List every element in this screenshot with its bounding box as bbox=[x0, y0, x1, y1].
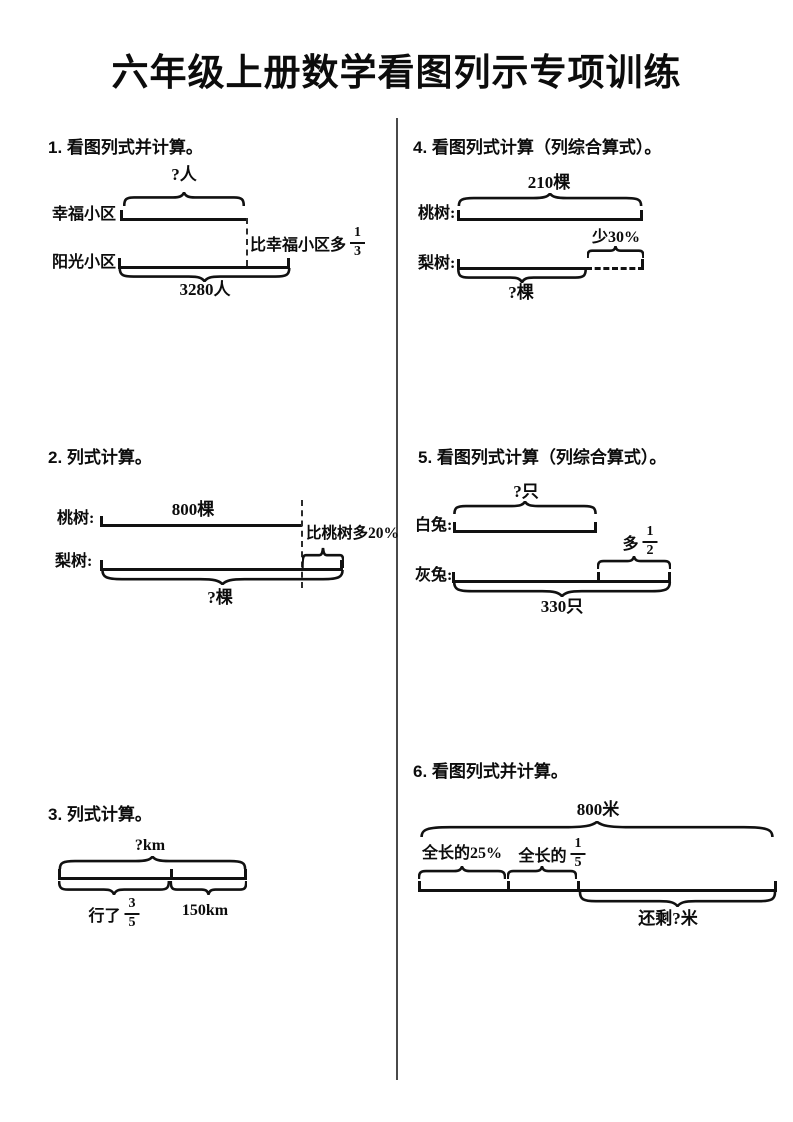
p6-remaining-label: 还剩?米 bbox=[638, 909, 698, 928]
p1-side-label: 比幸福小区多 1 3 bbox=[250, 226, 366, 260]
p6-seg2-brace bbox=[507, 866, 577, 879]
p1-top-question-label: ?人 bbox=[171, 165, 197, 184]
p4-row2-label: 梨树: bbox=[418, 255, 456, 272]
p6-top-value-label: 800米 bbox=[576, 800, 620, 819]
p4-row1-label: 桃树: bbox=[418, 205, 456, 222]
p4-bottom-brace bbox=[457, 269, 587, 283]
p5-more-brace bbox=[597, 556, 671, 569]
p5-bottom-brace bbox=[452, 582, 672, 597]
p5-more-prefix: 多 bbox=[622, 536, 639, 553]
p5-more-fraction: 1 2 bbox=[642, 525, 658, 558]
p1-row1-label: 幸福小区 bbox=[52, 206, 117, 223]
p1-bottom-brace bbox=[118, 268, 291, 282]
p6-seg1-brace bbox=[418, 866, 506, 879]
p3-right-brace bbox=[170, 881, 247, 895]
p5-heading: 5. 看图列式计算（列综合算式）。 bbox=[418, 448, 667, 467]
p4-less-label: 少30% bbox=[591, 229, 641, 246]
p6-seg2-fraction: 1 5 bbox=[570, 837, 586, 870]
p4-row2-bar-dashed bbox=[586, 259, 644, 270]
p6-seg1-label: 全长的25% bbox=[421, 845, 503, 862]
p2-bar1-value-label: 800棵 bbox=[171, 500, 215, 519]
p1-top-brace bbox=[123, 192, 245, 206]
p3-left-brace bbox=[58, 881, 170, 895]
p3-left-fraction: 3 5 bbox=[124, 897, 140, 930]
p2-dashed-connector bbox=[301, 500, 303, 588]
p5-top-question-label: ?只 bbox=[513, 482, 539, 501]
p1-row1-bar bbox=[120, 210, 247, 221]
p1-side-fraction: 1 3 bbox=[350, 226, 366, 259]
p2-question-label: ?棵 bbox=[207, 588, 233, 607]
p1-row2-label: 阳光小区 bbox=[52, 254, 117, 271]
p3-heading: 3. 列式计算。 bbox=[48, 805, 152, 824]
p4-top-brace bbox=[457, 193, 643, 206]
p5-top-brace bbox=[453, 501, 597, 514]
page-title: 六年级上册数学看图列示专项训练 bbox=[111, 52, 682, 93]
p5-more-label: 多 1 2 bbox=[622, 525, 658, 558]
p5-row2-bar bbox=[452, 572, 671, 583]
p2-side-label: 比桃树多20% bbox=[306, 525, 400, 542]
p2-row2-label: 梨树: bbox=[55, 553, 93, 570]
p4-question-label: ?棵 bbox=[508, 283, 534, 302]
column-divider bbox=[396, 118, 398, 1080]
p3-top-brace bbox=[58, 856, 247, 869]
p5-total-label: 330只 bbox=[540, 597, 584, 616]
p5-row1-label: 白兔: bbox=[415, 517, 453, 534]
p3-top-question-label: ?km bbox=[134, 837, 166, 854]
p5-row2-label: 灰兔: bbox=[415, 567, 453, 584]
p4-row2-bar-solid bbox=[457, 259, 586, 270]
p4-heading: 4. 看图列式计算（列综合算式）。 bbox=[413, 138, 662, 157]
p5-row1-bar bbox=[453, 522, 597, 533]
p2-row1-bar bbox=[100, 516, 302, 527]
p2-row2-bar bbox=[100, 560, 343, 571]
p2-extra-brace bbox=[302, 547, 344, 568]
p6-seg2-prefix: 全长的 bbox=[518, 848, 567, 865]
p2-bottom-brace bbox=[100, 570, 345, 585]
p6-bar bbox=[418, 881, 777, 892]
p2-row1-label: 桃树: bbox=[57, 510, 95, 527]
p1-total-label: 3280人 bbox=[179, 280, 231, 299]
p6-seg2-label: 全长的 1 5 bbox=[518, 837, 586, 870]
p4-row1-bar bbox=[457, 210, 643, 221]
p6-heading: 6. 看图列式并计算。 bbox=[413, 762, 568, 781]
p3-left-prefix: 行了 bbox=[88, 908, 121, 925]
p4-top-value-label: 210棵 bbox=[527, 173, 571, 192]
p3-right-label: 150km bbox=[181, 902, 229, 919]
p1-heading: 1. 看图列式并计算。 bbox=[48, 138, 203, 157]
p4-less-brace bbox=[587, 246, 644, 258]
p1-side-prefix: 比幸福小区多 bbox=[250, 237, 347, 254]
p1-dashed-connector bbox=[246, 218, 248, 266]
p6-top-brace bbox=[418, 821, 776, 837]
p1-row2-bar bbox=[118, 258, 290, 269]
p3-bar bbox=[58, 869, 247, 880]
p6-bottom-brace bbox=[578, 892, 777, 907]
p2-heading: 2. 列式计算。 bbox=[48, 448, 152, 467]
p3-left-label: 行了 3 5 bbox=[88, 897, 140, 930]
